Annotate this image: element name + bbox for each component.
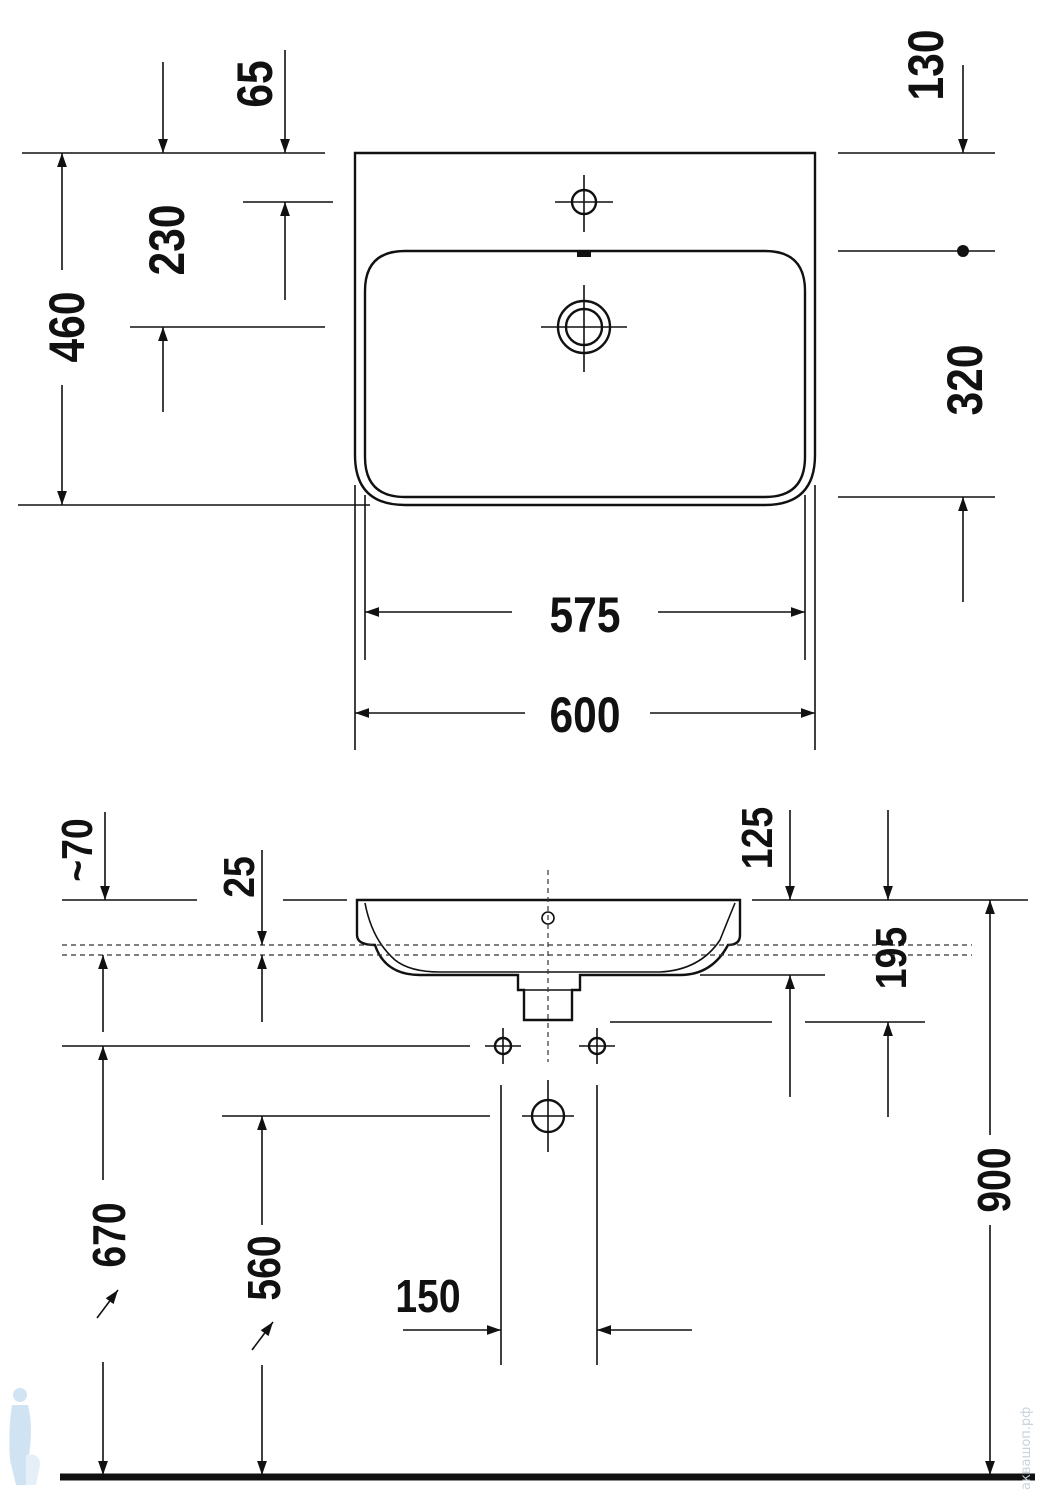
dim-wall-to-taphole: 130: [898, 30, 954, 101]
drain-icon: [541, 285, 627, 372]
dim-drain-depth: 195: [866, 927, 916, 989]
supply-hole-right-icon: [579, 1028, 615, 1064]
waste-outlet-icon: [522, 1080, 574, 1152]
side-view: ~70 25 125 195 670 560 150 900: [52, 807, 1035, 1481]
dim-basin-inner-depth: 320: [937, 345, 993, 416]
bowl-outline: [363, 249, 807, 499]
dim-rim-height: ~70: [52, 818, 102, 881]
dim-rim-thickness: 25: [214, 856, 264, 898]
dim-overall-depth: 460: [39, 292, 95, 363]
dim-basin-inner-width: 575: [550, 587, 621, 643]
dim-tap-offset: 125: [732, 807, 782, 869]
dim-supply-spacing: 150: [395, 1271, 460, 1323]
tap-hole-icon: [555, 175, 613, 232]
dim-water-supply-height: 670: [84, 1202, 136, 1267]
dim-wall-to-drain: 230: [139, 205, 195, 276]
dim-mounting-height: 900: [969, 1147, 1021, 1212]
dim-waste-outlet-height: 560: [239, 1235, 291, 1300]
watermark-mascot-icon: [9, 1388, 40, 1485]
bowl-inner-profile: [364, 902, 736, 973]
dim-wall-to-rim: 65: [227, 60, 283, 107]
basin-outline: [353, 151, 817, 507]
watermark-text: аквашоп.рф: [1019, 1407, 1034, 1490]
dim-overall-width: 600: [550, 687, 621, 743]
overflow-slot: [577, 251, 591, 257]
supply-hole-left-icon: [485, 1028, 521, 1064]
top-view: 460 65 230 130 320 575 600: [18, 30, 995, 750]
